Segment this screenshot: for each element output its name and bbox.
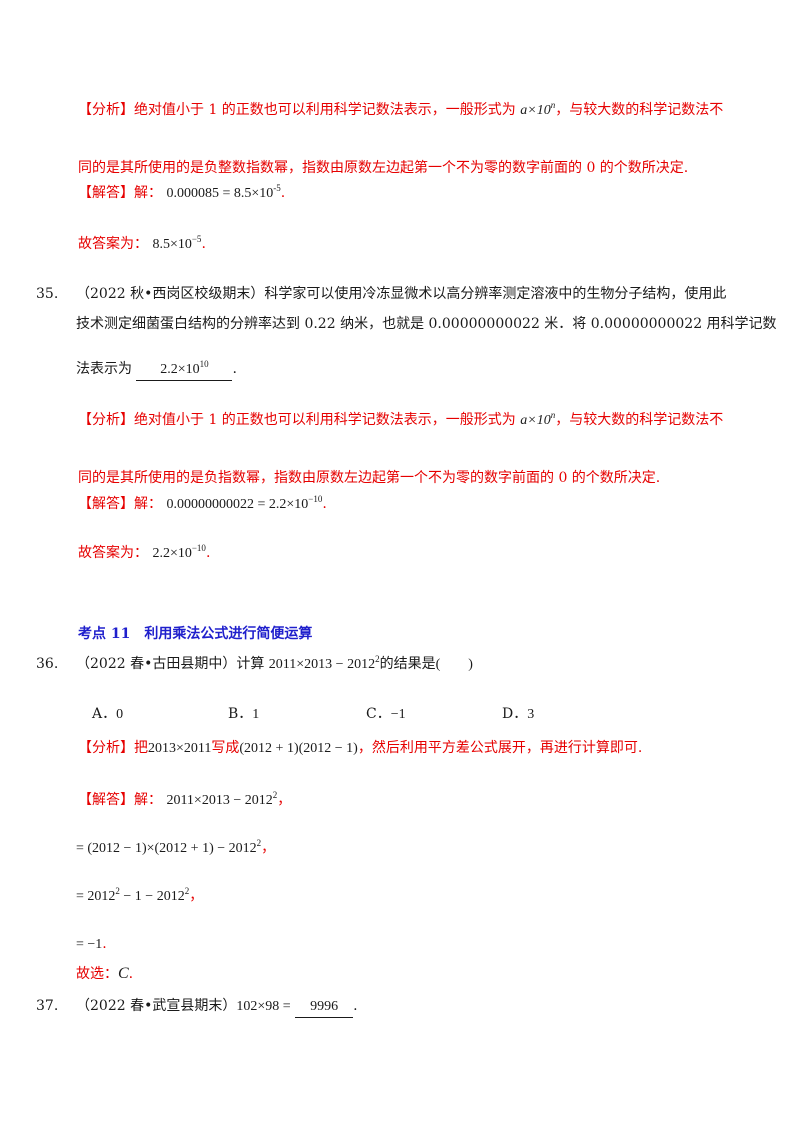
question-formula: 102×98 = [236, 999, 291, 1014]
analysis-label: 【分析】 [78, 412, 134, 428]
q35-line-3: 法表示为 2.2×1010. [76, 359, 237, 381]
answer-blank: 9996 [295, 997, 354, 1018]
section-heading: 考点 11 利用乘法公式进行简便运算 [78, 626, 313, 642]
solution-step-1: 2011×2013 − 20122 [166, 790, 278, 809]
q36-step-3: = 20122 − 1 − 20122， [76, 886, 204, 905]
question-text: 法表示为 [76, 361, 132, 377]
q34-analysis-line-1: 【分析】绝对值小于 1 的正数也可以利用科学记数法表示，一般形式为 a×10n，… [78, 100, 723, 121]
option-a[interactable]: A．0 [92, 706, 124, 722]
answer-formula: 0.000085 = 8.5×10-5 [166, 183, 281, 202]
question-source: （2022 春•武宣县期末） [76, 998, 237, 1014]
q36-step-2: = (2012 − 1)×(2012 + 1) − 20122， [76, 838, 276, 857]
question-source: （2022 秋•西岗区校级期末） [76, 286, 265, 302]
q35-answer-line: 【解答】解： 0.00000000022 = 2.2×10−10. [78, 494, 327, 513]
q36-answer-line: 【解答】解： 2011×2013 − 20122， [78, 790, 292, 809]
answer-prefix: 解： [134, 792, 162, 808]
analysis-formula: a×10n [520, 410, 556, 429]
final-label: 故答案为： [78, 236, 148, 252]
q35-analysis-line-2: 同的是其所使用的是负指数幂，指数由原数左边起第一个不为零的数字前面的 0 的个数… [78, 470, 661, 486]
question-formula: 2011×2013 − 20122 [268, 654, 380, 673]
answer-label: 【解答】 [78, 792, 134, 808]
analysis-formula: a×10n [520, 100, 556, 119]
analysis-label: 【分析】 [78, 102, 134, 118]
q34-analysis-line-2: 同的是其所使用的是负整数指数幂，指数由原数左边起第一个不为零的数字前面的 0 的… [78, 160, 689, 176]
solution-step-4: = −1 [76, 937, 103, 952]
q34-final-answer: 故答案为： 8.5×10−5. [78, 234, 206, 253]
analysis-label: 【分析】 [78, 740, 134, 756]
q36-step-4: = −1. [76, 936, 107, 952]
option-c[interactable]: C．−1 [366, 706, 406, 722]
question-text: 科学家可以使用冷冻显微术以高分辨率测定溶液中的生物分子结构，使用此 [264, 286, 727, 302]
option-d[interactable]: D．3 [502, 706, 535, 722]
final-formula: 8.5×10−5 [152, 234, 202, 253]
q36-line-1: 36. （2022 春•古田县期中）计算 2011×2013 − 20122的结果… [36, 654, 473, 675]
question-source: （2022 春•古田县期中） [76, 656, 237, 672]
q35-line-1: 35. （2022 秋•西岗区校级期末）科学家可以使用冷冻显微术以高分辨率测定溶液… [36, 284, 726, 304]
q35-final-answer: 故答案为： 2.2×10−10. [78, 543, 211, 562]
q37-line-1: 37.（2022 春•武宣县期末）102×98 = 9996. [36, 996, 358, 1018]
answer-label: 【解答】 [78, 185, 134, 201]
q35-line-2: 技术测定细菌蛋白结构的分辨率达到 0.22 纳米，也就是 0.000000000… [76, 316, 777, 332]
q35-analysis-line-1: 【分析】绝对值小于 1 的正数也可以利用科学记数法表示，一般形式为 a×10n，… [78, 410, 723, 431]
answer-label: 【解答】 [78, 496, 134, 512]
option-b[interactable]: B．1 [228, 706, 260, 722]
analysis-text: ，与较大数的科学记数法不 [555, 102, 724, 118]
answer-formula: 0.00000000022 = 2.2×10−10 [166, 494, 323, 513]
q34-answer-line: 【解答】解： 0.000085 = 8.5×10-5. [78, 183, 286, 202]
answer-blank: 2.2×1010 [136, 360, 233, 381]
analysis-text: 绝对值小于 1 的正数也可以利用科学记数法表示，一般形式为 [134, 102, 516, 118]
answer-prefix: 解： [134, 185, 162, 201]
analysis-text: 绝对值小于 1 的正数也可以利用科学记数法表示，一般形式为 [134, 412, 516, 428]
question-number: 37. [36, 998, 59, 1014]
answer-prefix: 解： [134, 496, 162, 512]
question-text: 的结果是 [379, 656, 436, 672]
answer-paren: ( ) [435, 657, 473, 672]
q36-choice: 故选：C. [76, 965, 134, 982]
solution-step-3: = 20122 − 1 − 20122 [76, 886, 190, 905]
analysis-formula: (2012 + 1)(2012 − 1) [239, 741, 358, 756]
analysis-text: ，与较大数的科学记数法不 [555, 412, 724, 428]
question-text: 计算 [236, 656, 265, 672]
choice-label: 故选： [76, 966, 118, 982]
solution-step-2: = (2012 − 1)×(2012 + 1) − 20122 [76, 838, 262, 857]
question-number: 36. [36, 656, 59, 672]
final-formula: 2.2×10−10 [152, 543, 206, 562]
choice-value: C [118, 965, 129, 982]
question-number: 35. [36, 286, 59, 302]
analysis-formula: 2013×2011 [148, 741, 212, 756]
q36-analysis-line: 【分析】把2013×2011写成(2012 + 1)(2012 − 1)，然后利… [78, 740, 643, 756]
final-label: 故答案为： [78, 545, 148, 561]
